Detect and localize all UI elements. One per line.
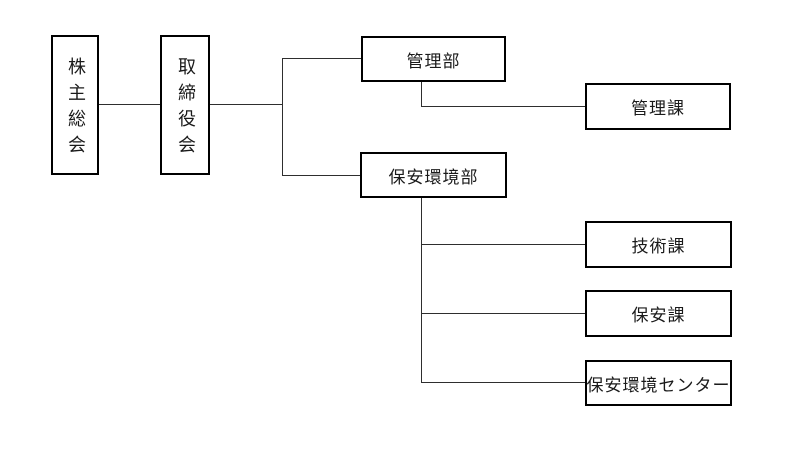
connector-to-tech-section [421,244,585,245]
node-label-shareholders: 株主総会 [65,57,86,161]
org-node-admin-section: 管理課 [585,83,731,130]
org-node-shareholders-meeting: 株主総会 [51,35,99,175]
org-node-safety-env-center: 保安環境センター [585,360,732,406]
node-label-admin-department: 管理部 [406,51,461,72]
connector-safety-env-dept-drop [421,198,422,383]
org-node-admin-department: 管理部 [361,36,506,82]
connector-trunk-departments [282,58,283,176]
node-label-safety-env-department: 保安環境部 [388,167,479,188]
node-label-board: 取締役会 [175,57,196,161]
connector-admin-dept-admin-section [421,106,585,107]
org-node-board-of-directors: 取締役会 [160,35,210,175]
node-label-safety-section: 保安課 [631,306,686,326]
node-label-safety-env-center: 保安環境センター [586,375,731,396]
org-node-safety-env-department: 保安環境部 [360,152,507,198]
connector-to-safety-section [421,313,585,314]
connector-trunk-safety-env-dept [282,175,360,176]
connector-to-safety-env-center [421,382,585,383]
node-label-admin-section: 管理課 [631,99,685,119]
connector-trunk-admin-dept [282,58,361,59]
org-node-safety-section: 保安課 [585,290,732,337]
connector-admin-dept-drop [421,82,422,107]
connector-board-trunk [210,104,282,105]
org-node-tech-section: 技術課 [585,221,732,268]
node-label-tech-section: 技術課 [631,237,686,257]
connector-shareholders-board [99,104,160,105]
